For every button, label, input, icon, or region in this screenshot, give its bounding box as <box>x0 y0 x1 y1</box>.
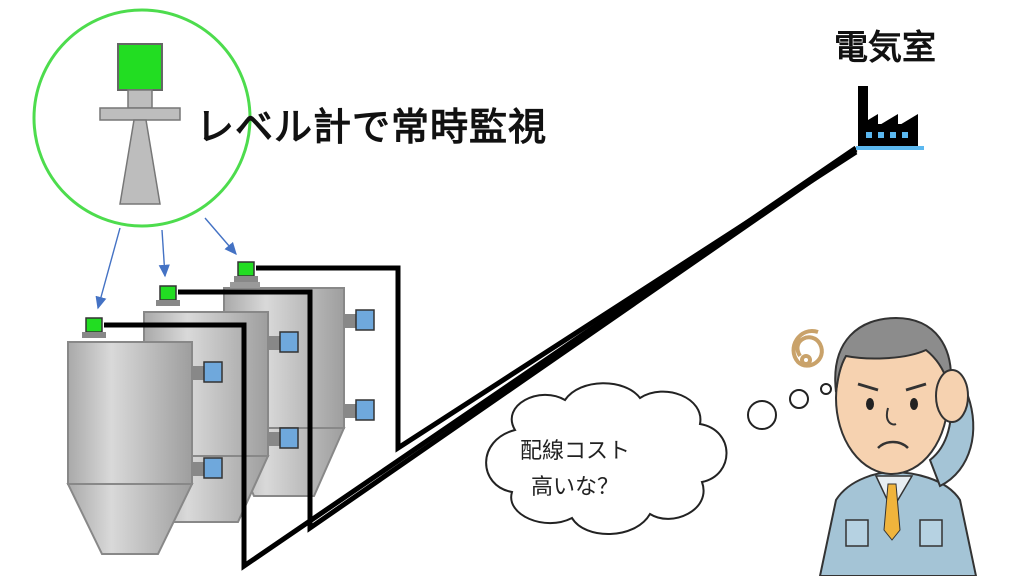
level-meter-zoom <box>32 8 252 228</box>
valve-icon <box>192 361 223 479</box>
thought-bubble-text: 配線コスト 高いな？ <box>500 434 650 506</box>
level-meter-icon <box>99 43 181 205</box>
sensor-1 <box>85 317 103 333</box>
sensor-2 <box>159 285 177 301</box>
zoom-arrows <box>95 217 237 310</box>
main-cable <box>243 148 857 568</box>
thought-line-1: 配線コスト <box>519 439 630 464</box>
worried-worker-icon <box>791 316 978 576</box>
factory-icon <box>856 86 924 150</box>
thought-bubble <box>485 382 832 535</box>
wire-sensor-3 <box>256 149 858 453</box>
page-title: レベル計で常時監視 <box>196 105 548 149</box>
wire-sensor-2 <box>178 147 858 533</box>
silo-tank-icon <box>66 317 223 555</box>
thought-line-2: 高いな？ <box>530 475 619 500</box>
arrow-to-sensor-1 <box>95 227 121 310</box>
arrow-to-sensor-3 <box>204 217 237 256</box>
valve-icon <box>344 309 375 421</box>
electrical-room-label: 電気室 <box>834 28 936 68</box>
arrow-to-sensor-2 <box>158 229 170 278</box>
valve-icon <box>268 331 299 449</box>
sensor-3 <box>237 261 255 277</box>
